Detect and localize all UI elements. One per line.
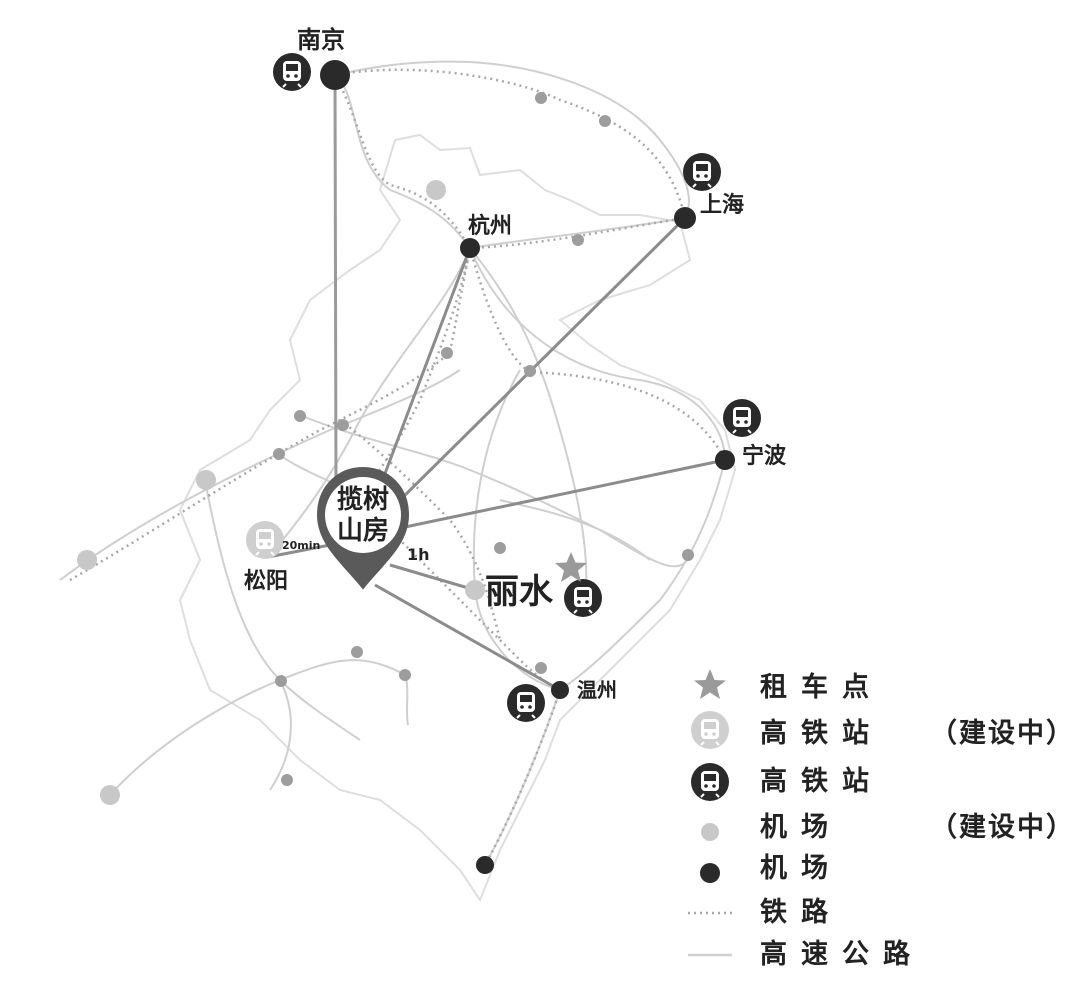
star-icon [555,552,587,582]
train-station-construction-icon [245,520,285,560]
railway-network [69,68,727,866]
airport-construction-dot-icon [196,470,216,490]
airport-dot-icon [320,60,350,90]
airport-construction-dot-icon [100,785,120,805]
airport-construction-dot-icon [426,180,446,200]
legend-airport-construction: 机场 [760,812,842,843]
city-label-ningbo: 宁波 [742,443,787,469]
legend-expressway: 高速公路 [760,938,924,970]
legend-hsr: 高铁站 [760,765,883,797]
legend-star-icon [694,669,726,699]
direct-routes [267,74,726,692]
airport-dot-icon [460,238,480,258]
legend-train-construction-icon [690,710,730,750]
airport-construction-dots [77,180,485,805]
minor-stops [273,92,694,786]
legend-airport-construction-note: （建设中） [930,812,1075,843]
train-station-icon [722,398,762,438]
city-label-shanghai: 上海 [700,192,744,218]
city-label-lishui: 丽水 [485,572,554,612]
location-pin-icon [316,466,410,590]
train-station-icon [682,152,722,192]
train-station-icon [272,52,312,92]
city-label-nanjing: 南京 [297,26,345,54]
airport-construction-dot-icon [77,550,97,570]
legend-railway: 铁路 [760,896,842,928]
airport-dots [320,60,735,874]
travel-time-lishui: 1h [407,545,430,564]
pin-label-line1: 揽树 [337,485,389,515]
legend-airport-construction-icon [701,823,719,841]
province-outline [178,133,737,903]
city-label-wenzhou: 温州 [577,678,617,702]
train-station-icon [563,578,603,618]
pin-label-line2: 山房 [337,516,389,546]
legend-car-rental: 租车点 [760,671,883,703]
airport-dot-icon [476,856,494,874]
airport-construction-dot-icon [465,580,485,600]
legend: 租车点 高铁站 （建设中） 高铁站 机场 （建设中） 机场 铁路 高速公路 [688,669,1075,970]
legend-hsr-construction: 高铁站 [760,717,883,749]
airport-dot-icon [715,450,735,470]
airport-dot-icon [674,207,696,229]
legend-airport: 机场 [760,853,842,884]
legend-train-icon [690,762,730,802]
legend-hsr-construction-note: （建设中） [930,718,1075,749]
legend-airport-icon [700,863,720,883]
airport-dot-icon [551,681,569,699]
city-label-songyang: 松阳 [244,569,288,594]
travel-time-songyang: 20min [282,539,320,552]
train-station-icon [506,683,546,723]
city-label-hangzhou: 杭州 [468,213,512,239]
